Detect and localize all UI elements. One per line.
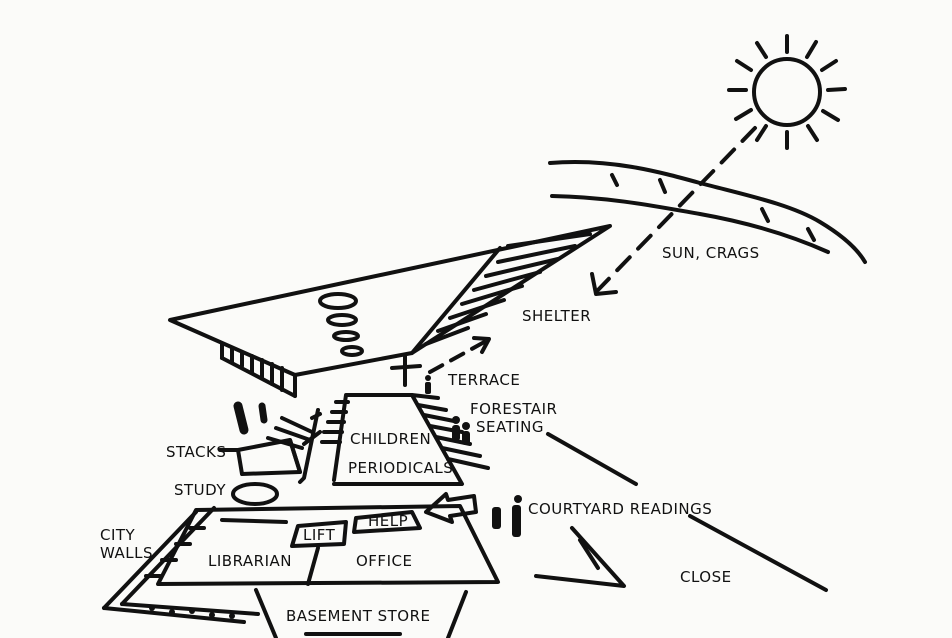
sun-ray-arrow (590, 126, 757, 296)
sun-icon (727, 34, 847, 150)
basement-store (254, 588, 468, 638)
roof-canopy (168, 224, 612, 398)
label-terrace: TERRACE (447, 371, 520, 389)
label-basement-store: BASEMENT STORE (286, 607, 431, 625)
courtyard-lines (534, 432, 828, 592)
label-sun-crags: SUN, CRAGS (662, 244, 760, 262)
label-lift: LIFT (303, 526, 336, 544)
label-children: CHILDREN (350, 430, 431, 448)
stacks-shelving (233, 401, 322, 476)
label-study: STUDY (174, 481, 226, 499)
label-forestair: FORESTAIR (470, 400, 557, 418)
terrace-arrow (428, 336, 491, 374)
city-walls-stones (149, 605, 235, 619)
crags-ridge (548, 159, 867, 264)
label-shelter: SHELTER (522, 307, 591, 325)
label-city: CITY (100, 526, 136, 544)
label-periodicals: PERIODICALS (348, 459, 453, 477)
entrance-arrow (424, 492, 478, 524)
courtyard-figure (492, 495, 522, 537)
seating-figures (425, 375, 470, 445)
label-office: OFFICE (356, 552, 412, 570)
label-close: CLOSE (680, 568, 732, 586)
study-table (231, 482, 279, 506)
label-seating: SEATING (476, 418, 544, 436)
label-walls: WALLS (100, 544, 153, 562)
label-librarian: LIBRARIAN (208, 552, 292, 570)
label-stacks: STACKS (166, 443, 226, 461)
city-walls (102, 506, 260, 624)
label-courtyard-readings: COURTYARD READINGS (528, 500, 712, 518)
label-help: HELP (368, 512, 408, 530)
